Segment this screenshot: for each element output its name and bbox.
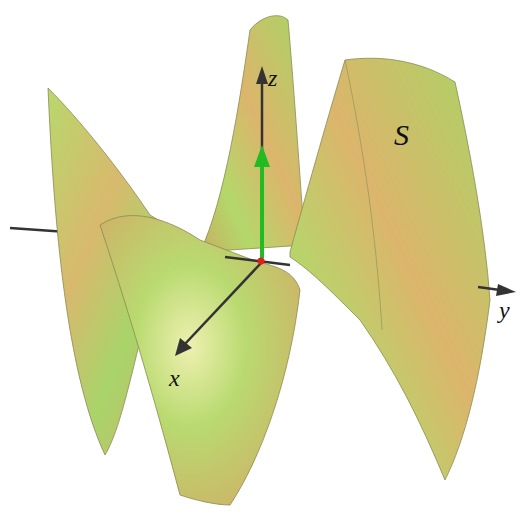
axis-label: y xyxy=(499,298,510,322)
x-axis xyxy=(184,262,262,345)
surface-lobe xyxy=(290,58,490,480)
origin-point xyxy=(258,258,265,265)
normal-vector-head xyxy=(254,145,270,167)
surface-label: S xyxy=(394,120,409,150)
surface-lobe xyxy=(200,16,305,252)
surface-fold xyxy=(345,60,382,330)
surface-lobe xyxy=(100,216,300,505)
y-axis xyxy=(478,287,500,290)
axis-label: z xyxy=(268,66,277,90)
y-axis-head xyxy=(496,284,516,296)
axis-label: x xyxy=(169,366,180,390)
z-axis-head xyxy=(256,66,268,84)
z-axis xyxy=(261,82,264,262)
y-axis xyxy=(225,257,290,265)
normal-vector xyxy=(260,165,264,258)
x-axis-head xyxy=(175,338,192,356)
